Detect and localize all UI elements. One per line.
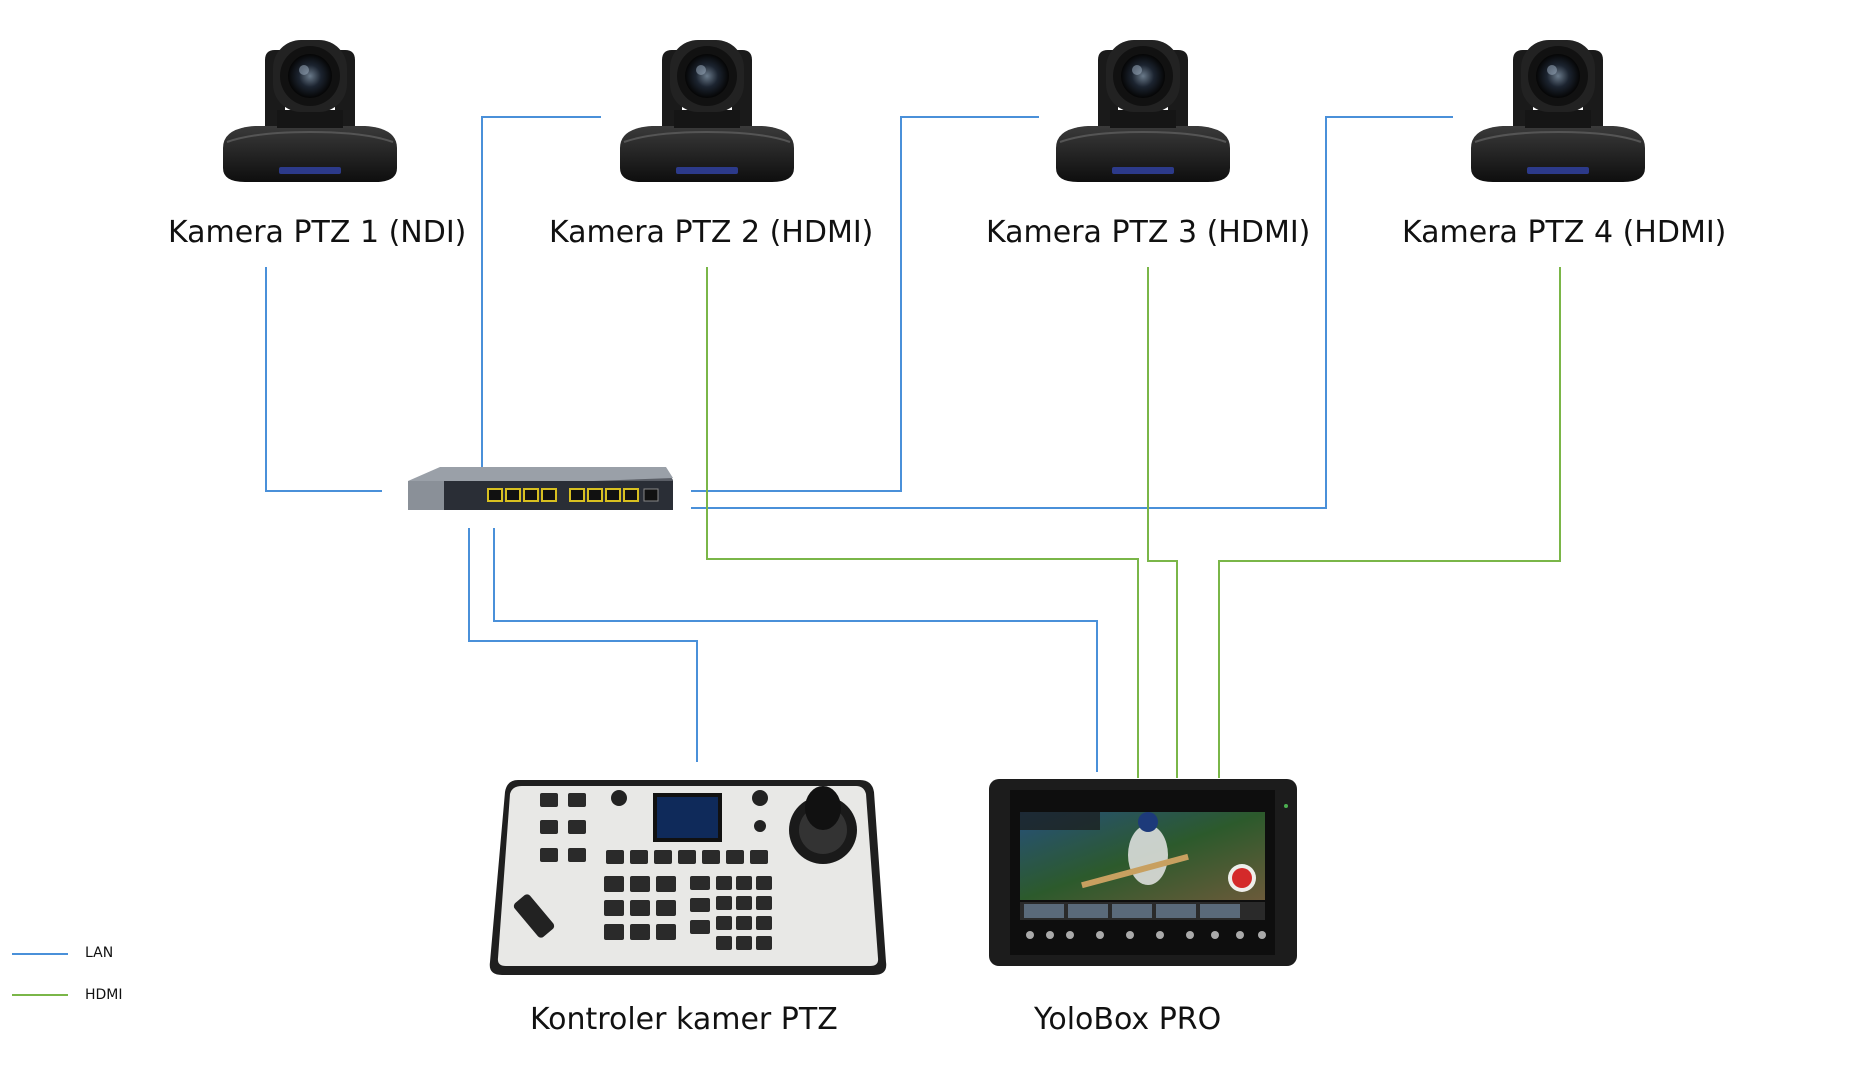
hdmi-connections	[706, 267, 1561, 778]
ptz-camera-icon	[1470, 39, 1646, 183]
ptz-controller-icon	[489, 780, 887, 975]
hdmi-line-camera-4	[1218, 267, 1561, 778]
controller-label: Kontroler kamer PTZ	[530, 1002, 838, 1037]
network-switch-icon	[408, 467, 673, 510]
hdmi-line-camera-3	[1147, 267, 1178, 778]
legend-hdmi-label: HDMI	[85, 987, 123, 1003]
lan-line-camera-2	[481, 116, 601, 470]
lan-line-yolobox	[493, 528, 1098, 772]
camera-label-3: Kamera PTZ 3 (HDMI)	[986, 215, 1311, 250]
camera-label-2: Kamera PTZ 2 (HDMI)	[549, 215, 874, 250]
legend-hdmi-swatch	[12, 994, 68, 996]
lan-line-camera-1	[265, 267, 382, 492]
lan-line-camera-3	[691, 116, 1039, 492]
yolobox-device-icon	[989, 779, 1297, 966]
camera-label-1: Kamera PTZ 1 (NDI)	[168, 215, 467, 250]
lan-connections	[265, 116, 1453, 772]
legend-lan-label: LAN	[85, 945, 114, 961]
lan-line-controller	[468, 528, 698, 762]
yolobox-label: YoloBox PRO	[1034, 1002, 1222, 1037]
ptz-camera-icon	[222, 39, 398, 183]
ptz-camera-icon	[619, 39, 795, 183]
camera-label-4: Kamera PTZ 4 (HDMI)	[1402, 215, 1727, 250]
hdmi-line-camera-2	[706, 267, 1139, 778]
legend-lan-swatch	[12, 953, 68, 955]
lan-line-camera-4	[691, 116, 1453, 509]
ptz-camera-icon	[1055, 39, 1231, 183]
